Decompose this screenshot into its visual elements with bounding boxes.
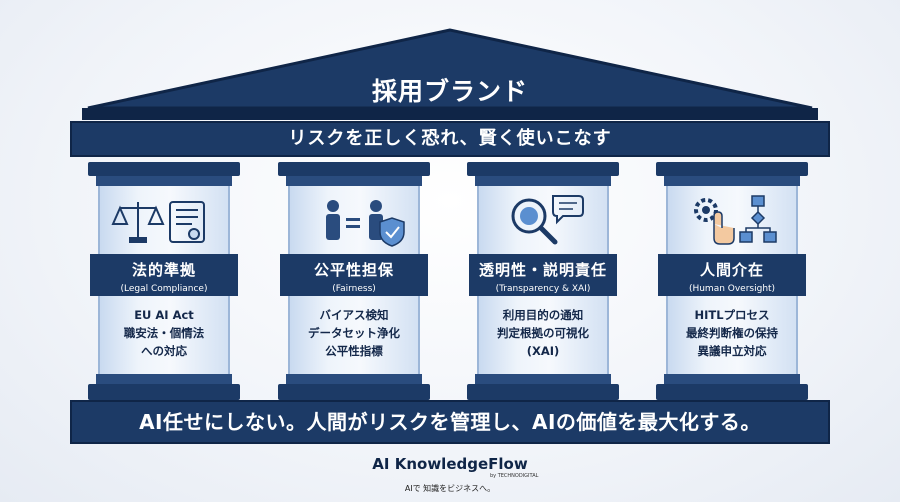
pillar-line: (XAI): [526, 344, 560, 358]
pillar-fairness: 公平性担保 (Fairness) バイアス検知 データセット浄化 公平性指標: [278, 160, 430, 400]
foundation-message: AI任せにしない。人間がリスクを管理し、AIの価値を最大化する。: [70, 400, 830, 444]
brand-logo: AI KnowledgeFlow by TECHNODIGITAL AIで 知識…: [0, 455, 900, 493]
pillar-label: 公平性担保 (Fairness): [280, 254, 428, 296]
pillar-line: 最終判断権の保持: [686, 326, 778, 340]
pillar-line: 公平性指標: [325, 344, 383, 358]
hand-gear-flowchart-icon: [694, 195, 777, 245]
pillar-human-oversight: 人間介在 (Human Oversight) HITLプロセス 最終判断権の保持…: [656, 160, 808, 400]
pillar-line: EU AI Act: [134, 308, 194, 322]
brand-name: AI KnowledgeFlow: [372, 455, 528, 473]
pillar-line: 利用目的の通知: [502, 308, 584, 322]
brand-tagline: AIで 知識をビジネスへ。: [404, 484, 496, 493]
roof-pediment: [82, 28, 818, 120]
pillar-line: データセット浄化: [308, 326, 400, 340]
architrave-slogan: リスクを正しく恐れ、賢く使いこなす: [70, 121, 830, 157]
pillar-label: 法的準拠 (Legal Compliance): [90, 254, 238, 296]
scales-and-document-icon: [111, 201, 205, 243]
pillar-line: HITLプロセス: [694, 308, 770, 322]
pillar-label: 透明性・説明責任 (Transparency & XAI): [469, 254, 617, 296]
magnifier-brain-chat-icon: [511, 195, 584, 245]
pillar-line: 判定根拠の可視化: [497, 326, 589, 340]
brand-by: by TECHNODIGITAL: [490, 473, 539, 479]
pillar-transparency: 透明性・説明責任 (Transparency & XAI) 利用目的の通知 判定…: [467, 160, 619, 400]
pillar-line: への対応: [141, 344, 187, 358]
equal-people-shield-icon: [326, 200, 405, 247]
pillar-legal-compliance: 法的準拠 (Legal Compliance) EU AI Act 職安法・個情…: [88, 160, 240, 400]
pillar-label: 人間介在 (Human Oversight): [658, 254, 806, 296]
pillar-line: 異議申立対応: [697, 344, 767, 358]
pillar-line: 職安法・個情法: [123, 326, 205, 340]
roof-title: 採用ブランド: [371, 77, 528, 106]
pillar-line: バイアス検知: [319, 308, 389, 322]
